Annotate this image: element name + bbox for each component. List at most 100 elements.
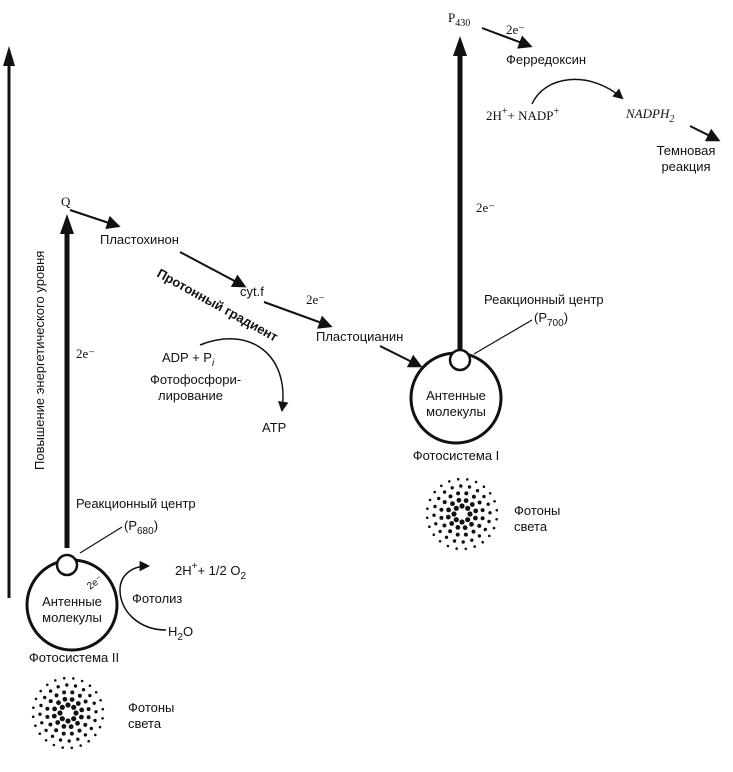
photon-dot xyxy=(453,505,459,511)
photon-dot xyxy=(34,697,38,701)
photon-dot xyxy=(456,477,460,481)
photon-dot xyxy=(39,689,42,693)
photon-dot xyxy=(69,731,74,736)
photon-dot xyxy=(459,484,463,488)
ps2-reaction-center-label: Реакционный центр xyxy=(76,496,196,511)
photon-dot xyxy=(487,519,491,524)
electron-transport-chain: Пластохинон cyt.f 2e⁻ Пластоцианин Прото… xyxy=(69,209,423,435)
photon-dot xyxy=(62,690,67,695)
photon-dot xyxy=(473,545,477,548)
photon-dot xyxy=(474,480,478,484)
ps2-pigment-label: (P680) xyxy=(124,518,158,537)
ps2-acceptor-q: Q xyxy=(61,194,71,209)
plastoquinone-label: Пластохинон xyxy=(100,232,179,247)
photon-dot xyxy=(44,728,48,733)
photon-dot xyxy=(455,532,460,537)
photon-dot xyxy=(450,486,454,490)
ps2-reaction-center-pointer xyxy=(79,526,123,554)
photon-dot xyxy=(483,527,487,532)
photon-dot xyxy=(71,716,77,722)
photon-dot xyxy=(77,693,82,698)
photon-dot xyxy=(473,508,479,514)
photon-dot xyxy=(453,517,459,523)
photon-dot xyxy=(442,523,447,528)
photon-dot xyxy=(455,525,461,530)
photon-dot xyxy=(68,724,74,730)
photon-dot xyxy=(55,720,61,725)
photon-dot xyxy=(101,707,105,711)
photon-dot xyxy=(88,684,92,687)
photon-dot xyxy=(464,491,469,496)
photon-dot xyxy=(46,683,49,687)
photon-dot xyxy=(52,743,56,747)
photon-dot xyxy=(446,544,450,548)
photon-dot xyxy=(442,500,447,505)
photon-dot xyxy=(54,679,57,682)
photon-dot xyxy=(438,540,442,543)
nadp-label: 2H++ NADP+ xyxy=(486,106,560,123)
photon-dot xyxy=(75,720,80,726)
photon-dot xyxy=(463,498,469,503)
dark-reaction-line2: реакция xyxy=(661,159,710,174)
ps1-reaction-center-label: Реакционный центр xyxy=(484,292,604,307)
ps1-reaction-center-pointer xyxy=(473,319,533,355)
photon-dot xyxy=(463,532,468,537)
photon-dot xyxy=(86,707,91,712)
ps1-antenna-line2: молекулы xyxy=(426,404,486,419)
photon-dot xyxy=(83,733,88,737)
photon-dot xyxy=(480,508,485,513)
nadph-to-dark-reaction-arrow xyxy=(689,125,721,142)
ferredoxin-label: Ферредоксин xyxy=(506,52,586,67)
photon-dot xyxy=(92,701,96,705)
photon-dot xyxy=(61,724,67,729)
ps2-photons-line2: света xyxy=(128,716,162,731)
photon-dot xyxy=(439,515,444,520)
atp-label: ATP xyxy=(262,420,286,435)
plastoquinone-to-cytf-arrow xyxy=(179,251,247,288)
photon-dot xyxy=(61,746,64,749)
photon-dot xyxy=(62,676,66,680)
photon-dot xyxy=(428,525,431,528)
energy-axis: Повышение энергетического уровня xyxy=(3,46,47,598)
photon-dot xyxy=(465,517,471,523)
photon-dot xyxy=(57,710,63,716)
energy-axis-label: Повышение энергетического уровня xyxy=(32,251,47,470)
photon-dot xyxy=(69,697,75,702)
photon-dot xyxy=(477,523,482,528)
photon-dot xyxy=(462,525,468,531)
photon-dot xyxy=(493,500,496,503)
photon-dot xyxy=(445,514,451,520)
photon-dot xyxy=(469,502,475,507)
photon-dot xyxy=(48,722,53,727)
energy-axis-arrowhead xyxy=(3,46,15,66)
photon-dot xyxy=(101,717,104,720)
photon-dot xyxy=(79,744,82,747)
photon-dot xyxy=(449,521,455,526)
photon-dot xyxy=(428,498,432,502)
photon-dot xyxy=(480,516,485,521)
photon-dot xyxy=(459,503,465,509)
photon-dot xyxy=(48,699,53,704)
photon-dot xyxy=(65,683,69,687)
photosystem-2: Q 2e⁻ Реакционный центр (P680) Антенные … xyxy=(25,194,246,750)
photon-dot xyxy=(438,529,442,534)
photon-dot xyxy=(71,704,77,710)
photon-dot xyxy=(77,728,82,733)
photon-dot xyxy=(433,490,437,494)
photon-dot xyxy=(440,484,443,488)
photon-dot xyxy=(54,728,59,733)
photon-dot xyxy=(437,496,441,501)
p430-to-ferredoxin-arrow xyxy=(481,27,533,49)
photon-dot xyxy=(459,519,465,525)
photon-dot xyxy=(448,480,451,483)
photon-dot xyxy=(59,716,65,722)
photon-dot xyxy=(72,677,75,680)
photon-dot xyxy=(54,693,59,698)
photon-dot xyxy=(70,746,74,750)
proton-gradient-label: Протонный градиент xyxy=(155,266,281,345)
photon-dot xyxy=(467,485,472,489)
photon-dot xyxy=(444,535,449,539)
ps1-name: Фотосистема I xyxy=(413,448,500,463)
photon-dot xyxy=(32,706,35,709)
